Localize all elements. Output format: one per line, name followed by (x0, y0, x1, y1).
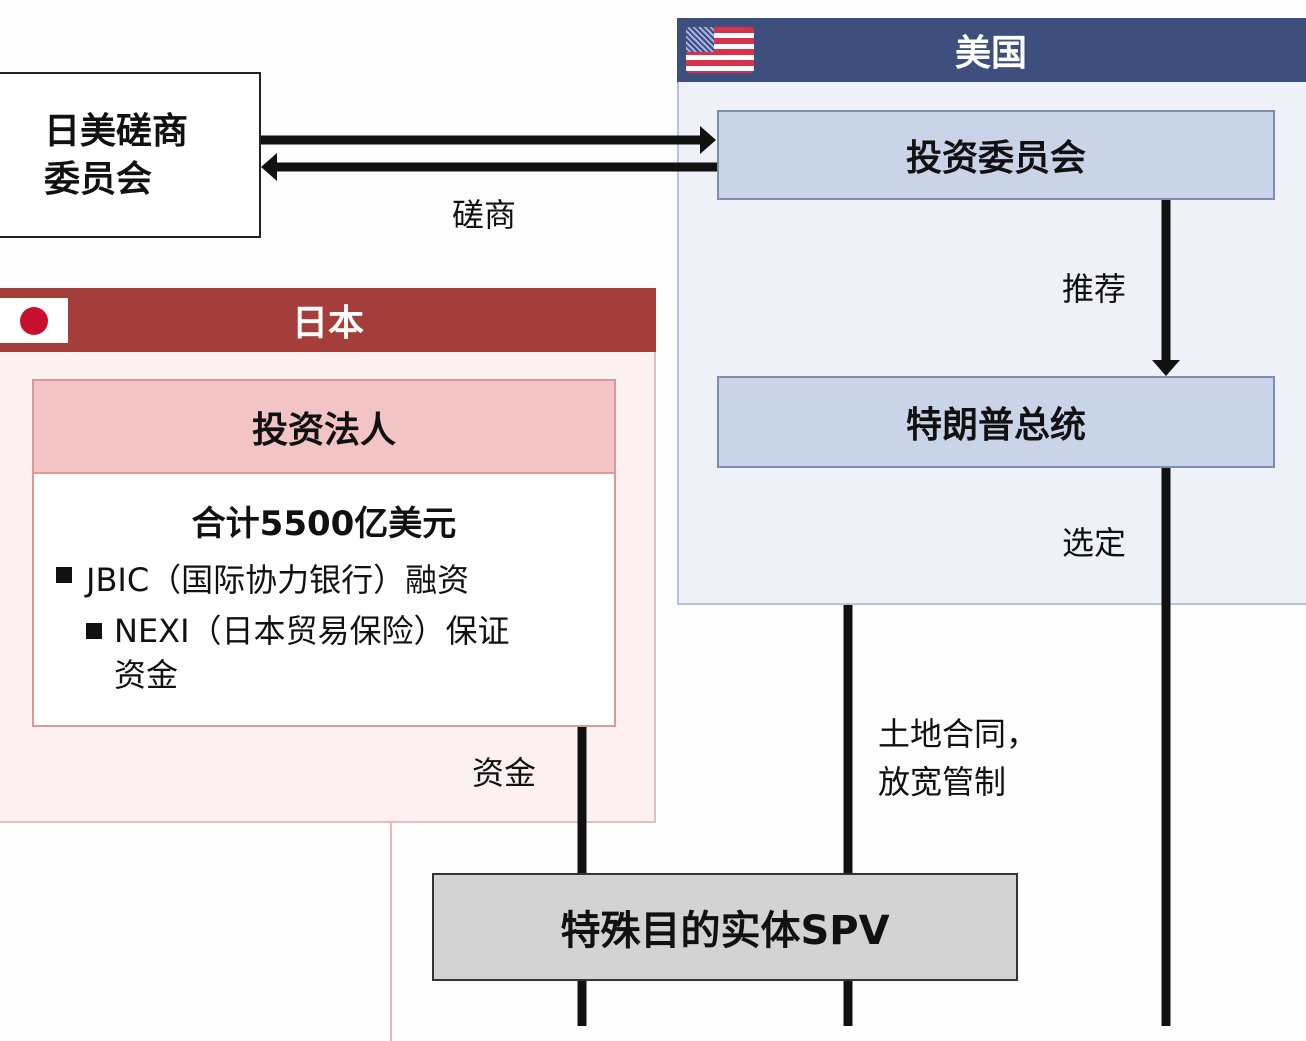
investment-committee-label: 投资委员会 (905, 138, 1086, 179)
consultation-committee-line2: 委员会 (44, 159, 153, 200)
investment-corp-header: 投资法人 (34, 381, 614, 474)
bullet-nexi-text: NEXI（日本贸易保险）保证 (114, 612, 510, 650)
land-label: 土地合同， 放宽管制 (878, 710, 1038, 806)
usa-flag-icon (686, 27, 754, 73)
japan-header-label: 日本 (291, 303, 364, 344)
investment-committee-box: 投资委员会 (717, 110, 1275, 200)
president-label: 特朗普总统 (905, 405, 1086, 446)
japan-header: 日本 (0, 288, 656, 352)
investment-corp-box: 投资法人 合计5500亿美元 JBIC（国际协力银行）融资 NEXI（日本贸易保… (32, 379, 616, 727)
spv-box: 特殊目的实体SPV (432, 873, 1018, 981)
consultation-committee-box: 日美磋商 委员会 (0, 72, 261, 238)
bullet-nexi-cont: 资金 (114, 656, 179, 694)
arrowhead-left-icon (261, 153, 277, 181)
arrowhead-right-icon (700, 126, 716, 154)
consultation-committee-line1: 日美磋商 (44, 111, 189, 152)
usa-header-label: 美国 (954, 33, 1027, 74)
investment-total: 合计5500亿美元 (191, 504, 457, 544)
consultation-label: 磋商 (452, 196, 517, 234)
funds-label: 资金 (472, 754, 537, 792)
usa-header: 美国 (677, 18, 1306, 82)
spv-label: 特殊目的实体SPV (560, 908, 890, 954)
recommend-label: 推荐 (1062, 270, 1127, 308)
bullet-nexi: NEXI（日本贸易保险）保证 资金 (86, 609, 614, 697)
investment-corp-title: 投资法人 (251, 409, 396, 451)
bullet-jbic-text: JBIC（国际协力银行）融资 (86, 561, 470, 599)
select-label: 选定 (1062, 524, 1127, 562)
land-label-line2: 放宽管制 (878, 763, 1007, 801)
japan-flag-icon (0, 298, 68, 343)
president-box: 特朗普总统 (717, 376, 1275, 468)
land-label-line1: 土地合同， (878, 715, 1039, 753)
arrowhead-down-icon (1152, 360, 1180, 376)
bullet-jbic: JBIC（国际协力银行）融资 (56, 555, 614, 601)
